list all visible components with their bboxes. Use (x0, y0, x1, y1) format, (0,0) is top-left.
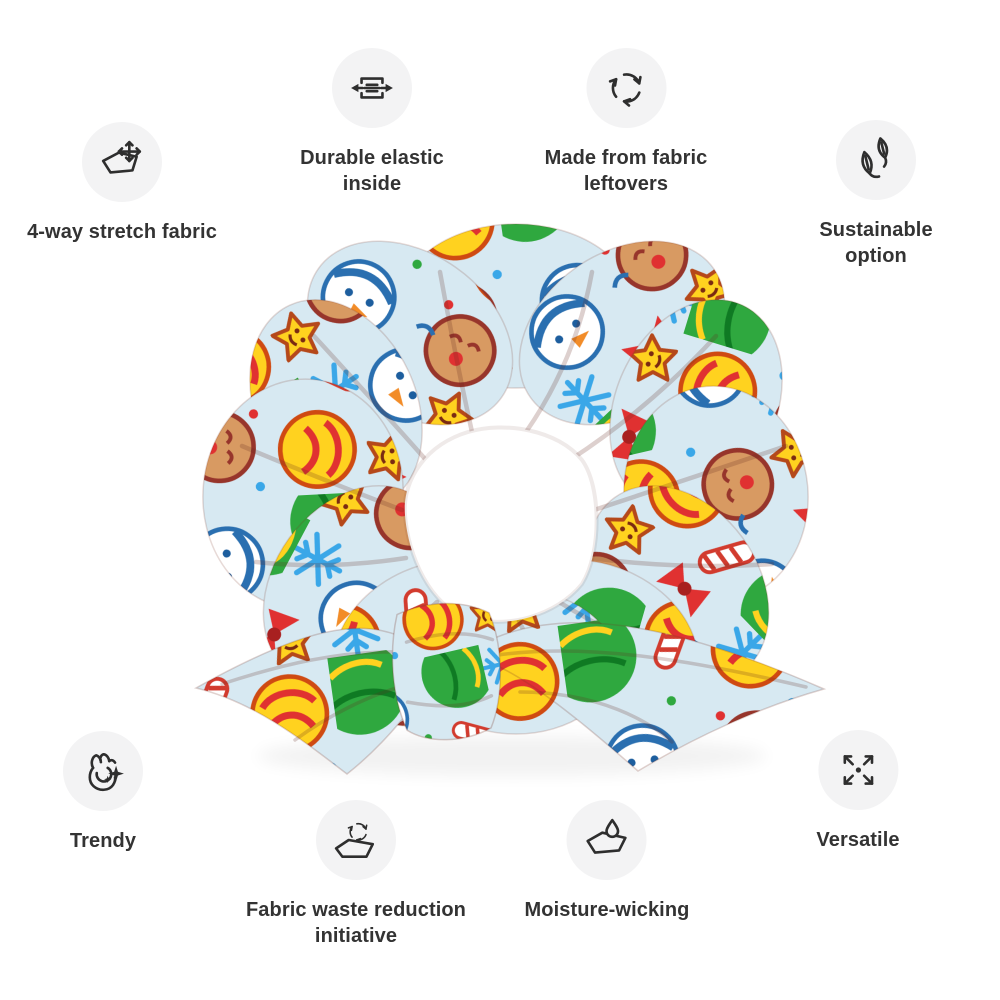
feature-label: Versatile (816, 829, 900, 851)
feature-label: Made from fabric leftovers (544, 147, 708, 195)
icon-badge (566, 800, 647, 880)
fabric-recycle-icon (334, 822, 375, 859)
feature-moisture: Moisture-wicking (525, 800, 690, 923)
feature-label: 4-way stretch fabric (27, 221, 217, 243)
bow-left-tail (193, 627, 419, 775)
icon-badge (82, 122, 162, 202)
fabric-stretch-icon (101, 140, 142, 174)
feature-label: Sustainable option (819, 219, 933, 267)
feature-label: Fabric waste reduction initiative (245, 899, 467, 947)
scrunchie-sparkle-icon (88, 752, 124, 792)
feature-stretch: 4-way stretch fabric (27, 122, 217, 245)
feature-waste-reduction: Fabric waste reduction initiative (221, 800, 491, 949)
icon-badge (63, 731, 143, 811)
feature-sustainable: Sustainable option (801, 120, 951, 269)
feature-leftovers: Made from fabric leftovers (529, 48, 724, 197)
elastic-band-icon (351, 77, 393, 99)
expand-arrows-icon (843, 755, 873, 785)
bow-knot (391, 602, 502, 741)
feature-elastic: Durable elastic inside (282, 48, 462, 197)
feature-label: Moisture-wicking (524, 899, 690, 921)
feature-label: Trendy (69, 830, 137, 852)
bow-right-tail (489, 622, 827, 772)
leaves-icon (861, 137, 889, 179)
icon-badge (818, 730, 898, 810)
recycle-arrows-icon (608, 73, 642, 107)
droplet-fabric-icon (586, 818, 628, 854)
icon-badge (586, 48, 666, 128)
fabric-crease-lines (239, 269, 789, 709)
feature-label: Durable elastic inside (300, 147, 444, 195)
icon-badge (332, 48, 412, 128)
icon-badge (836, 120, 916, 200)
feature-trendy: Trendy (63, 731, 143, 854)
scrunchie-center-hole (402, 425, 599, 624)
icon-badge (316, 800, 396, 880)
bow-tail-creases (220, 649, 808, 744)
feature-versatile: Versatile (816, 730, 899, 853)
